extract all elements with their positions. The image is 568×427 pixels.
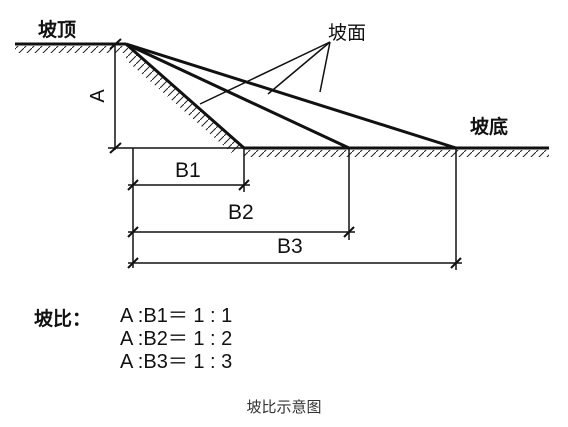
b1-dimension (127, 179, 250, 191)
height-dimension (108, 38, 248, 154)
slope-faces (125, 42, 457, 150)
slope-top-label: 坡顶 (38, 18, 76, 41)
slope-toe-label: 坡底 (470, 115, 508, 138)
slope-face-1 (125, 42, 245, 150)
ratio-title: 坡比： (34, 307, 91, 330)
ratio-line-3: A :B3＝ 1 : 3 (120, 351, 232, 373)
slope-face-3 (125, 42, 457, 150)
b3-dimension (127, 257, 462, 269)
figure-caption: 坡比示意图 (246, 398, 321, 416)
b2-dimension (127, 226, 355, 238)
bottom-ground (244, 146, 549, 157)
slope-face-label: 坡面 (328, 22, 366, 44)
b1-label: B1 (175, 159, 201, 182)
ratio-line-2: A :B2＝ 1 : 2 (120, 328, 232, 350)
face-leader-lines (199, 41, 331, 105)
height-label: A (87, 89, 109, 103)
slope-face-2 (125, 42, 350, 150)
b2-label: B2 (228, 201, 254, 224)
top-ground (15, 42, 126, 53)
ratio-line-1: A :B1＝ 1 : 1 (120, 305, 232, 327)
b3-label: B3 (277, 235, 303, 258)
